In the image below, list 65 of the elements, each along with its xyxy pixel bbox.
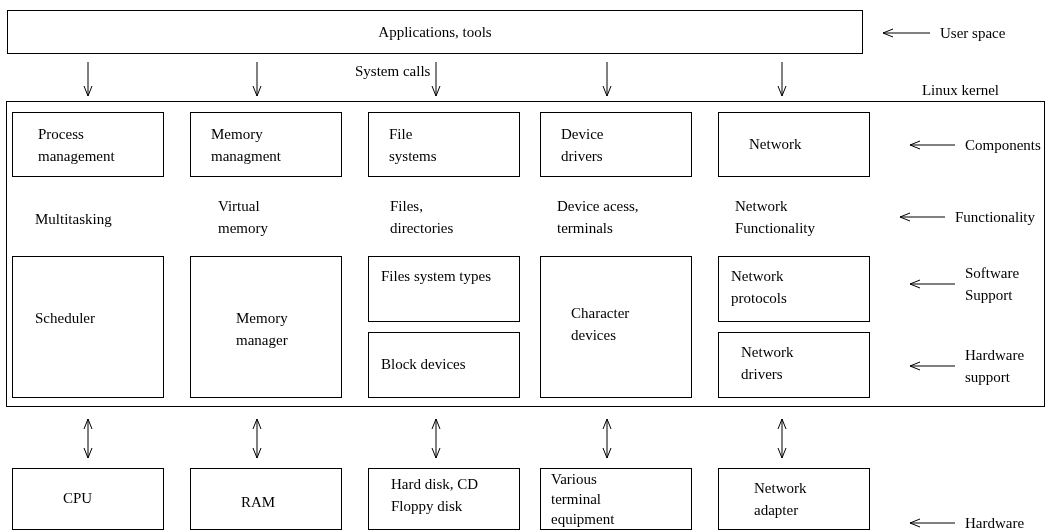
box-label: Process management bbox=[38, 125, 116, 166]
pointer-arrow bbox=[899, 212, 946, 222]
process-box bbox=[7, 10, 863, 54]
box-label: Network bbox=[749, 135, 803, 154]
pointer-arrow bbox=[909, 279, 956, 289]
side-label: Components bbox=[965, 134, 1045, 156]
process-box bbox=[368, 332, 520, 398]
box-label: File systems bbox=[389, 125, 438, 166]
box-label: Device drivers bbox=[561, 125, 605, 166]
process-box bbox=[12, 256, 164, 398]
pointer-arrow bbox=[909, 361, 956, 371]
process-box bbox=[190, 468, 342, 530]
box-label: Block devices bbox=[381, 355, 467, 374]
side-label: User space bbox=[940, 22, 1020, 44]
box-label: CPU bbox=[63, 489, 94, 508]
process-box bbox=[718, 332, 870, 398]
arrow bbox=[431, 418, 441, 459]
arrow bbox=[83, 61, 93, 97]
annotation-text: Network Functionality bbox=[735, 197, 816, 238]
arrow bbox=[83, 418, 93, 459]
box-label: Files system types bbox=[381, 267, 491, 286]
process-box bbox=[12, 112, 164, 177]
box-label: Memory managment bbox=[211, 125, 282, 166]
box-label: Network protocols bbox=[731, 267, 788, 308]
box-label: Hard disk, CD Floppy disk bbox=[391, 475, 480, 516]
arrow bbox=[602, 61, 612, 97]
annotation-text: Files, directories bbox=[390, 197, 455, 238]
box-label: Network adapter bbox=[754, 479, 808, 520]
side-label: Functionality bbox=[955, 206, 1045, 228]
process-box bbox=[368, 468, 520, 530]
annotation-text: Virtual memory bbox=[218, 197, 269, 238]
arrow bbox=[252, 418, 262, 459]
process-box bbox=[368, 112, 520, 177]
process-box bbox=[718, 256, 870, 322]
pointer-arrow bbox=[882, 28, 931, 38]
process-box bbox=[368, 256, 520, 322]
box-label: Memory manager bbox=[236, 309, 289, 350]
box-label: Character devices bbox=[571, 304, 631, 345]
pointer-arrow bbox=[909, 140, 956, 150]
box-label: Various terminal equipment bbox=[551, 470, 616, 529]
process-box bbox=[540, 112, 692, 177]
side-label: Hardware bbox=[965, 512, 1035, 531]
box-label: RAM bbox=[241, 493, 277, 512]
arrow bbox=[602, 418, 612, 459]
box-label: Applications, tools bbox=[377, 23, 493, 42]
arrow bbox=[431, 61, 441, 97]
process-box bbox=[718, 112, 870, 177]
process-box bbox=[190, 256, 342, 398]
box-label: Scheduler bbox=[35, 309, 96, 328]
arrow bbox=[252, 61, 262, 97]
arrow bbox=[777, 61, 787, 97]
side-label: Hardware support bbox=[965, 344, 1035, 388]
process-box bbox=[12, 468, 164, 530]
annotation-text: System calls bbox=[355, 62, 432, 81]
annotation-text: Device acess, terminals bbox=[557, 197, 640, 238]
process-box bbox=[718, 468, 870, 530]
pointer-arrow bbox=[909, 518, 956, 528]
annotation-text: Multitasking bbox=[35, 210, 113, 229]
box-label: Network drivers bbox=[741, 343, 795, 384]
process-box bbox=[540, 256, 692, 398]
side-label: Software Support bbox=[965, 262, 1035, 306]
process-box bbox=[540, 468, 692, 530]
arrow bbox=[777, 418, 787, 459]
process-box bbox=[190, 112, 342, 177]
frame-title: Linux kernel bbox=[921, 81, 999, 100]
